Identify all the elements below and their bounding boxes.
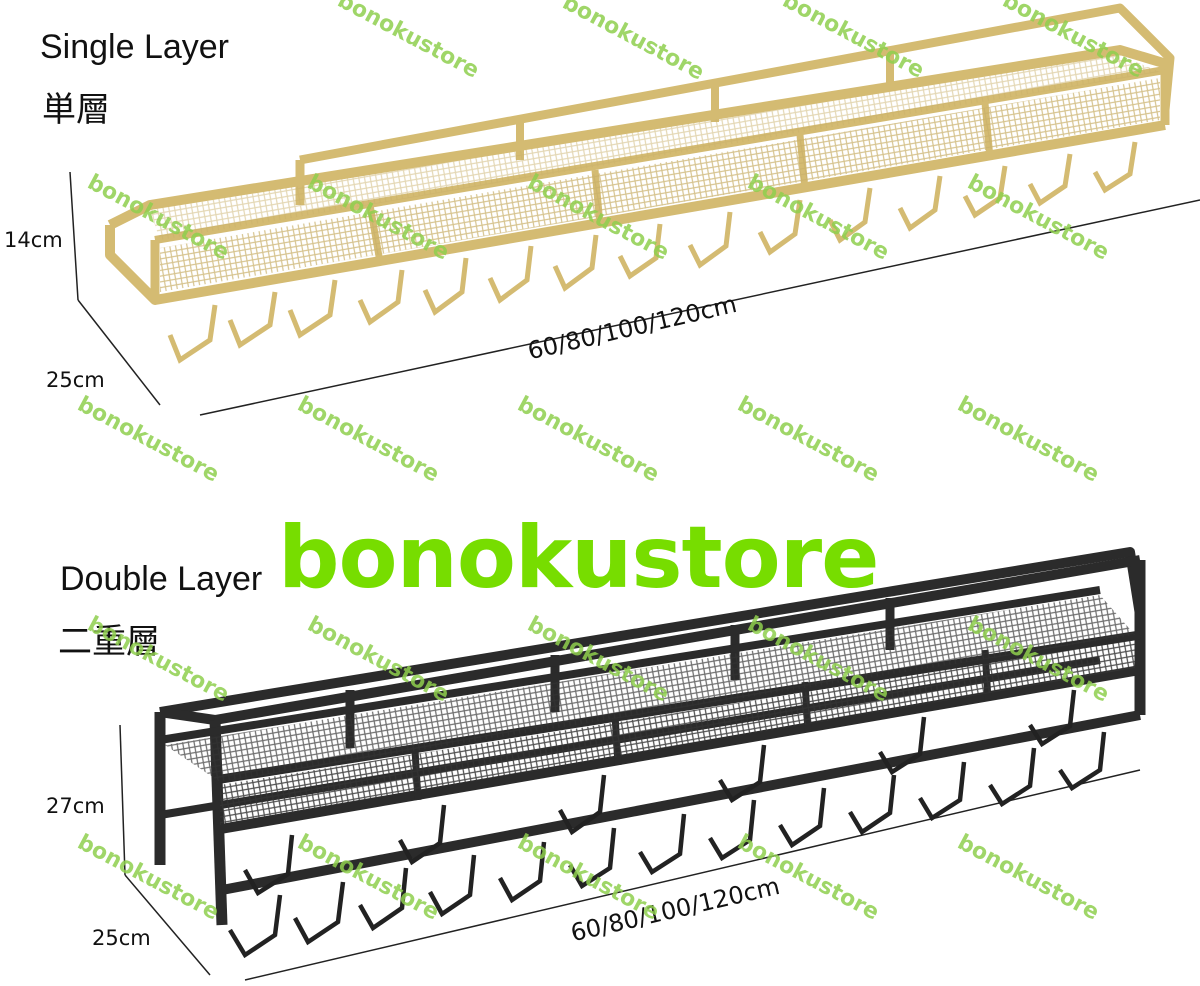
watermark-big: bonokustore bbox=[278, 508, 879, 608]
single-depth-label: 25cm bbox=[46, 368, 105, 392]
single-layer-title-cjk: 単層 bbox=[42, 90, 110, 130]
single-layer-title: Single Layer bbox=[40, 28, 230, 66]
double-depth-label: 25cm bbox=[92, 926, 151, 950]
double-layer-title-cjk: 二重層 bbox=[58, 622, 160, 662]
single-height-label: 14cm bbox=[4, 228, 63, 252]
double-layer-title: Double Layer bbox=[60, 560, 263, 598]
double-height-label: 27cm bbox=[46, 794, 105, 818]
